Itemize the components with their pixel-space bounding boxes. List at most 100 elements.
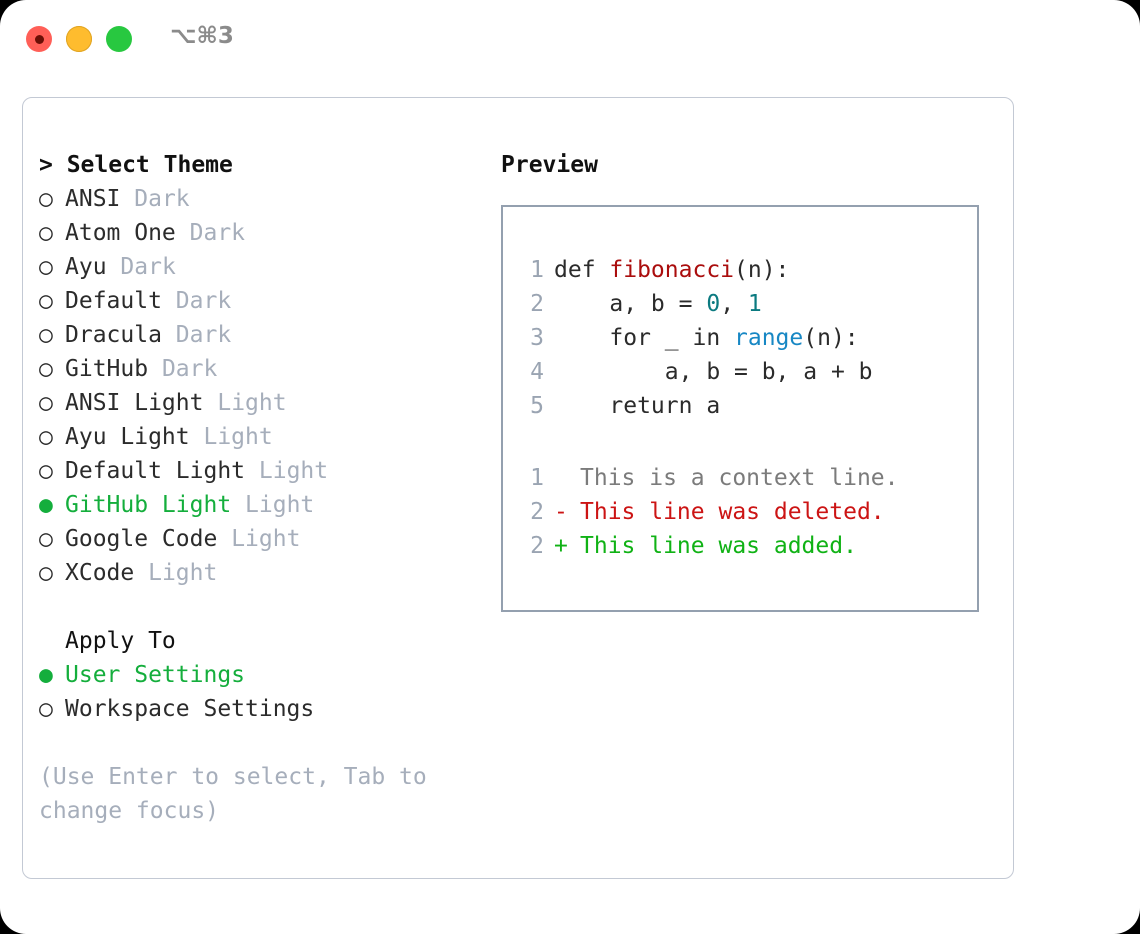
theme-option-ayu-light[interactable]: ○Ayu Light Light — [39, 420, 489, 454]
diff-line-add: 2 + This line was added. — [518, 529, 899, 563]
theme-option-default[interactable]: ○Default Dark — [39, 284, 489, 318]
close-button[interactable] — [26, 26, 52, 52]
radio-unselected-icon: ○ — [39, 458, 53, 484]
theme-variant-badge: Light — [245, 492, 315, 518]
code-line-number: 2 — [530, 291, 544, 317]
diff-line-text: This line was deleted. — [580, 499, 885, 525]
code-token-plain: for _ in — [554, 325, 735, 351]
theme-selection-column: > Select Theme ○ANSI Dark○Atom One Dark○… — [39, 148, 489, 828]
code-line: 4 a, b = b, a + b — [518, 355, 872, 389]
radio-unselected-icon: ○ — [39, 220, 53, 246]
theme-option-list[interactable]: ○ANSI Dark○Atom One Dark○Ayu Dark○Defaul… — [39, 182, 489, 590]
code-line: 5 return a — [518, 389, 873, 423]
radio-unselected-icon: ○ — [39, 186, 53, 212]
theme-option-label: ANSI Light — [65, 390, 204, 416]
radio-unselected-icon: ○ — [39, 254, 53, 280]
theme-variant-badge: Light — [231, 526, 301, 552]
theme-option-label: Default — [65, 288, 162, 314]
apply-to-option-user-settings[interactable]: ● User Settings — [39, 658, 489, 692]
theme-option-google-code[interactable]: ○ Google Code Light — [39, 522, 489, 556]
theme-option-label: XCode — [65, 560, 135, 586]
radio-unselected-icon: ○ — [39, 322, 53, 348]
radio-unselected-icon: ○ — [39, 526, 53, 552]
code-token-plain: (n): — [734, 257, 790, 283]
theme-option-dracula[interactable]: ○ Dracula Dark — [39, 318, 489, 352]
theme-variant-badge: Dark — [189, 220, 246, 246]
keyboard-shortcut-label: ⌥⌘3 — [170, 23, 234, 49]
radio-unselected-icon: ○ — [39, 696, 53, 722]
theme-variant-badge: Light — [148, 560, 218, 586]
theme-option-ayu[interactable]: ○ Ayu Dark — [39, 250, 489, 284]
theme-option-default-light[interactable]: ○ Default Light Light — [39, 454, 489, 488]
preview-header: Preview — [501, 152, 598, 178]
diff-line-text: This line was added. — [580, 533, 857, 559]
theme-variant-badge: Dark — [120, 254, 176, 280]
theme-option-ansi[interactable]: ○ ANSI Dark — [39, 182, 489, 216]
diff-line-number: 2 — [530, 533, 544, 559]
theme-option-label: Atom One — [65, 220, 176, 246]
radio-unselected-icon: ○ — [39, 424, 53, 450]
theme-variant-badge: Dark — [161, 356, 218, 382]
radio-selected-icon: ● — [39, 492, 53, 518]
apply-to-option-label: Workspace Settings — [65, 696, 315, 722]
diff-line-number: 2 — [530, 499, 544, 525]
code-token-plain: def — [554, 257, 610, 283]
theme-option-label: Google Code — [65, 526, 218, 552]
theme-option-xcode[interactable]: ○ XCode Light — [39, 556, 489, 590]
radio-selected-icon: ● — [39, 662, 53, 688]
theme-option-label: Ayu — [65, 254, 107, 280]
diff-sign: + — [554, 533, 568, 559]
code-token-func: fibonacci — [609, 257, 735, 283]
code-line: 3 for _ in range(n): — [518, 321, 873, 355]
code-line-number: 3 — [530, 325, 544, 351]
diff-sample: 1 This is a context line.2-This line was… — [518, 461, 899, 563]
theme-option-label: Default Light — [65, 458, 246, 484]
code-token-plain: , — [720, 291, 748, 317]
diff-line-number: 1 — [530, 465, 544, 491]
theme-variant-badge: Light — [217, 390, 287, 416]
theme-option-label: GitHub Light — [65, 492, 232, 518]
code-token-plain: a, b = — [554, 291, 707, 317]
apply-to-option-workspace-settings[interactable]: ○ Workspace Settings — [39, 692, 489, 726]
code-line: 1 def fibonacci(n): — [518, 253, 873, 287]
theme-option-github[interactable]: ○ GitHub Dark — [39, 352, 489, 386]
window-controls — [26, 26, 132, 52]
keyboard-hint-text: (Use Enter to select, Tab to change focu… — [39, 764, 441, 824]
select-theme-header: > Select Theme — [39, 152, 233, 178]
apply-to-header: Apply To — [65, 628, 176, 654]
diff-line-del: 2-This line was deleted. — [518, 495, 899, 529]
code-token-num: 0 — [706, 291, 721, 317]
title-bar: ⌥⌘3 — [0, 0, 1140, 80]
theme-option-github-light[interactable]: ● GitHub Light Light — [39, 488, 489, 522]
radio-unselected-icon: ○ — [39, 560, 53, 586]
minimize-button[interactable] — [66, 26, 92, 52]
theme-variant-badge: Dark — [175, 288, 232, 314]
theme-option-label: GitHub — [65, 356, 149, 382]
theme-option-label: ANSI — [65, 186, 121, 212]
code-token-num: 1 — [747, 291, 762, 317]
theme-variant-badge: Dark — [175, 322, 232, 348]
theme-option-atom-one[interactable]: ○ Atom One Dark — [39, 216, 489, 250]
radio-unselected-icon: ○ — [39, 390, 53, 416]
radio-unselected-icon: ○ — [39, 356, 53, 382]
apply-to-option-list[interactable]: ● User Settings ○ Workspace Settings — [39, 658, 489, 726]
code-line: 2 a, b = 0, 1 — [518, 287, 873, 321]
diff-sign: - — [554, 499, 568, 525]
theme-option-label: Dracula — [65, 322, 162, 348]
maximize-button[interactable] — [106, 26, 132, 52]
diff-line-text: This is a context line. — [580, 465, 899, 491]
apply-to-option-label: User Settings — [65, 662, 246, 688]
code-token-builtin: range — [734, 325, 804, 351]
diff-line-ctx: 1 This is a context line. — [518, 461, 899, 495]
main-panel: > Select Theme ○ANSI Dark○Atom One Dark○… — [22, 97, 1014, 879]
theme-variant-badge: Light — [203, 424, 273, 450]
code-line-number: 1 — [530, 257, 544, 283]
theme-option-ansi-light[interactable]: ○ ANSI Light Light — [39, 386, 489, 420]
diff-sign — [554, 461, 580, 495]
theme-variant-badge: Light — [258, 458, 329, 484]
code-token-plain: return a — [554, 393, 721, 419]
theme-variant-badge: Dark — [134, 186, 190, 212]
